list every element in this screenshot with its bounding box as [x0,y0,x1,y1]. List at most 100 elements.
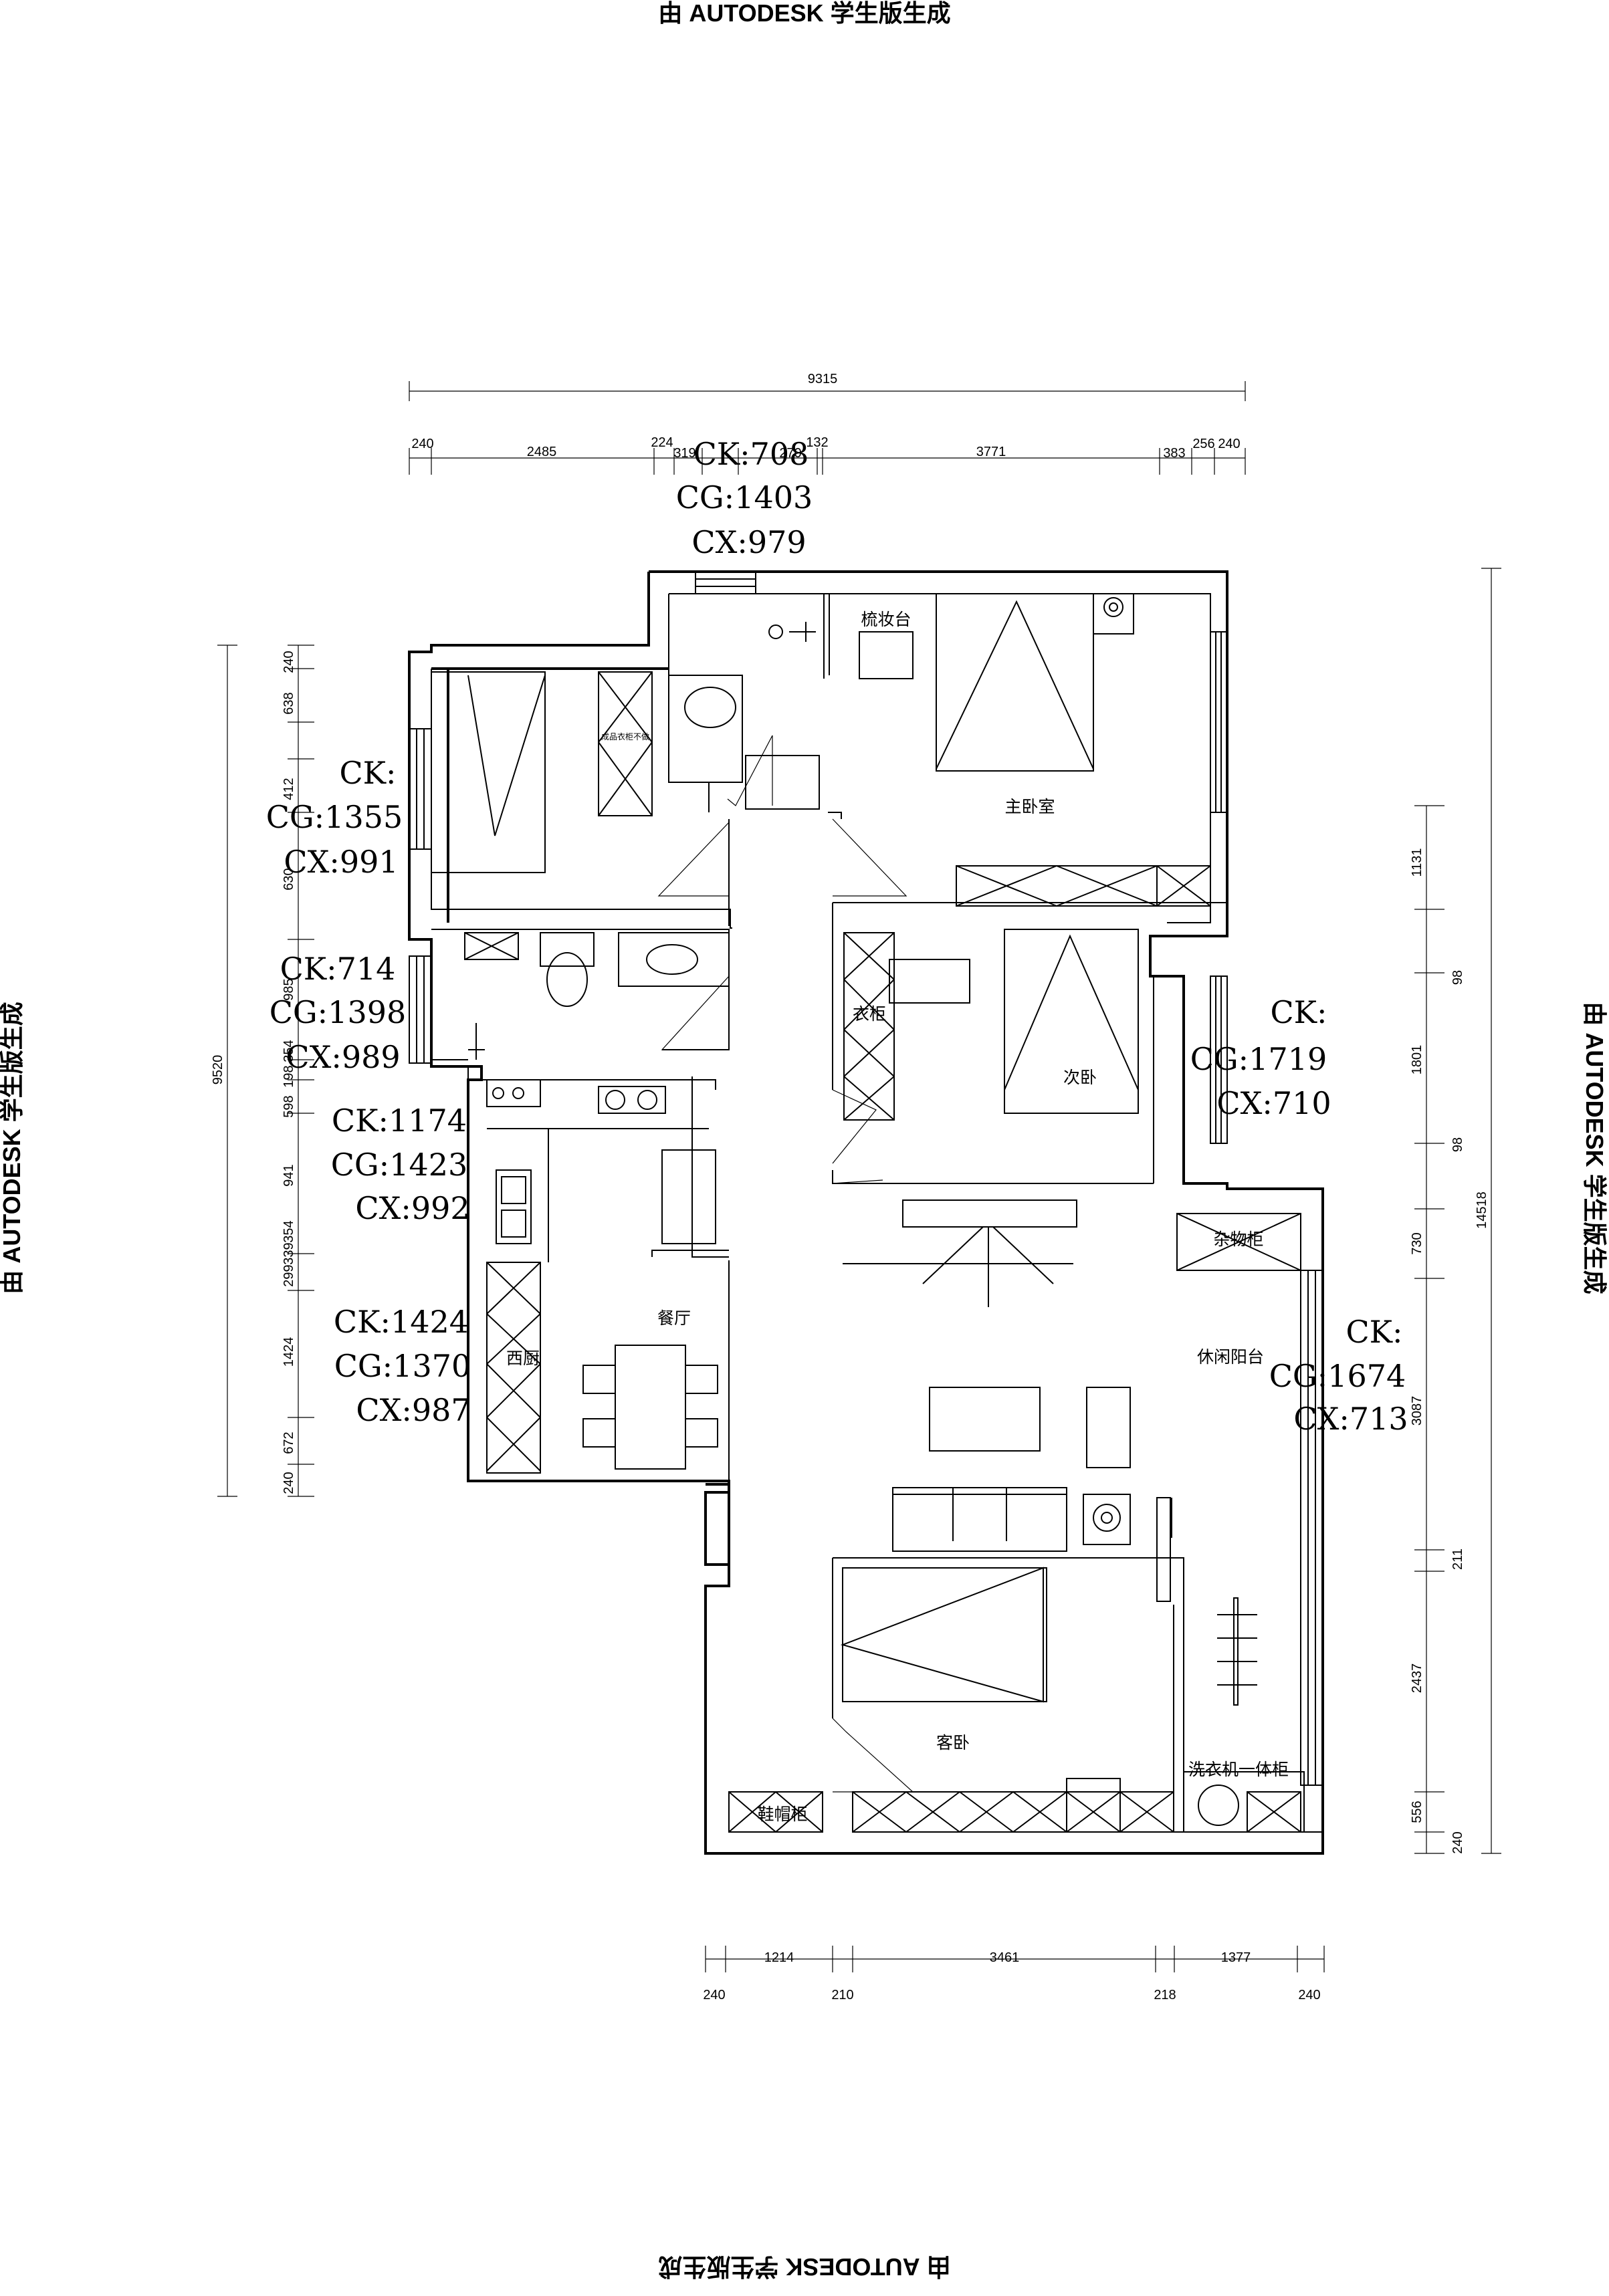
outer-walls [408,570,1324,1855]
dining-set [582,1345,718,1470]
svg-text:CG:1355: CG:1355 [266,799,403,835]
closet-small [598,671,653,816]
label-wardrobe: 衣柜 [853,1004,886,1024]
second-wardrobe [843,932,895,1121]
label-dining: 餐厅 [657,1308,691,1328]
window-annotation-2: CK: CG:1355 CX:991 [266,755,403,880]
dim-right-6: 3087 [1410,1396,1424,1426]
label-guest-bedroom: 客卧 [936,1733,970,1752]
dim-top-3: 224 [651,435,673,450]
dim-bottom-2: 3461 [990,1950,1020,1965]
dim-top-10: 240 [1218,437,1240,451]
watermark-bottom: 由 AUTODESK 学生版生成 [658,2253,950,2281]
kitchen-fixtures [486,1079,716,1262]
svg-text:CG:1370: CG:1370 [334,1348,471,1384]
watermark-right: 由 AUTODESK 学生版生成 [1581,1002,1608,1294]
dim-bottom2-1: 240 [703,1988,725,2002]
dim-right-10: 240 [1451,1831,1465,1853]
dim-left-6: 354 [282,1040,296,1062]
window-annotation-4: CK:1174 CG:1423 CX:992 [331,1103,470,1226]
svg-text:CK:1174: CK:1174 [332,1103,467,1139]
svg-text:CK:: CK: [1346,1314,1402,1350]
svg-text:CX:979: CX:979 [691,524,806,560]
svg-text:CX:991: CX:991 [284,844,398,880]
dim-top-8: 383 [1163,446,1185,461]
windows [409,571,1323,1786]
watermark-top: 由 AUTODESK 学生版生成 [658,0,950,27]
dim-right-5: 730 [1410,1232,1424,1254]
dim-right-9: 556 [1410,1801,1424,1823]
dim-left-13: 1424 [282,1337,296,1367]
dim-left-2: 638 [282,692,296,714]
svg-text:CG:1719: CG:1719 [1190,1041,1327,1077]
window-annotation-6: CK: CG:1719 CX:710 [1190,994,1331,1121]
dim-right-3: 1801 [1410,1045,1424,1075]
svg-text:CK:: CK: [1270,994,1327,1030]
svg-text:CX:710: CX:710 [1216,1085,1331,1121]
dim-left-10: 354 [282,1220,296,1242]
svg-text:CX:713: CX:713 [1293,1401,1408,1437]
dim-right-4: 98 [1451,1137,1465,1152]
left-dimension-chain: 9520 240 638 412 630 985 354 198 598 941… [211,645,314,1497]
dim-left-9: 941 [282,1164,296,1186]
svg-text:CK:1424: CK:1424 [334,1304,469,1340]
svg-text:CX:989: CX:989 [286,1039,400,1075]
dim-left-3: 412 [282,778,296,800]
svg-text:CX:992: CX:992 [355,1190,469,1226]
dim-right-2: 98 [1451,970,1465,985]
dim-left-4: 630 [282,868,296,890]
window-annotation-5: CK:1424 CG:1370 CX:987 [334,1304,471,1428]
dim-top-5: 270 [779,446,801,461]
svg-text:CG:1403: CG:1403 [676,479,813,515]
dim-left-11: 339 [282,1242,296,1264]
svg-text:CG:1398: CG:1398 [270,994,407,1030]
master-bed [936,593,1134,772]
label-closet: 成品衣柜不做 [601,731,649,741]
guest-wardrobe [852,1778,1174,1833]
dim-right-7: 211 [1451,1548,1465,1570]
dim-top-4: 319 [673,446,695,461]
second-bed [889,929,1139,1114]
label-master-bedroom: 主卧室 [1004,797,1055,816]
label-leisure-balcony: 休闲阳台 [1197,1347,1264,1367]
right-dimension-chain: 14518 1131 98 1801 98 730 3087 211 2437 … [1410,568,1501,1854]
label-kitchen: 西厨 [506,1349,540,1368]
shoe-cabinet [728,1791,823,1833]
dim-top-1: 240 [411,437,433,451]
dim-left-12: 299 [282,1264,296,1286]
label-shoe-cabinet: 鞋帽柜 [757,1805,807,1824]
dim-bottom-3: 1377 [1221,1950,1251,1965]
dim-bottom-1: 1214 [764,1950,794,1965]
svg-text:CG:1423: CG:1423 [331,1147,468,1183]
dim-top-9: 256 [1192,437,1214,451]
dim-left-1: 240 [282,651,296,673]
svg-text:CK:714: CK:714 [280,951,396,987]
storage-cabinet [1176,1213,1301,1271]
window-annotation-1: CK:708 CG:1403 CX:979 [676,436,813,560]
washer-cabinet [1183,1771,1305,1833]
dim-left-15: 240 [282,1472,296,1494]
svg-text:CK:: CK: [339,755,396,791]
dim-bottom2-2: 210 [831,1988,853,2002]
svg-text:CG:1674: CG:1674 [1269,1358,1406,1394]
dim-right-8: 2437 [1410,1663,1424,1694]
dim-right-1: 1131 [1410,848,1424,877]
master-wardrobe [956,865,1211,907]
dim-left-5: 985 [282,978,296,1000]
window-annotation-3: CK:714 CG:1398 CX:989 [270,951,407,1075]
watermark-left: 由 AUTODESK 学生版生成 [0,1002,25,1294]
label-vanity: 梳妆台 [861,610,911,629]
second-bathroom-fixtures [464,932,730,1060]
svg-text:CX:987: CX:987 [356,1392,470,1428]
dim-top-2: 2485 [527,445,557,459]
living-furniture [892,1199,1131,1552]
dim-bottom2-3: 218 [1154,1988,1176,2002]
window-annotation-7: CK: CG:1674 CX:713 [1269,1314,1408,1437]
dim-top-7: 3771 [976,445,1006,459]
label-storage: 杂物柜 [1213,1230,1263,1249]
dim-top-6: 132 [806,435,828,450]
svg-text:CK:708: CK:708 [693,436,809,472]
master-bathroom-fixtures [668,622,914,810]
guest-bed [840,1567,1047,1703]
